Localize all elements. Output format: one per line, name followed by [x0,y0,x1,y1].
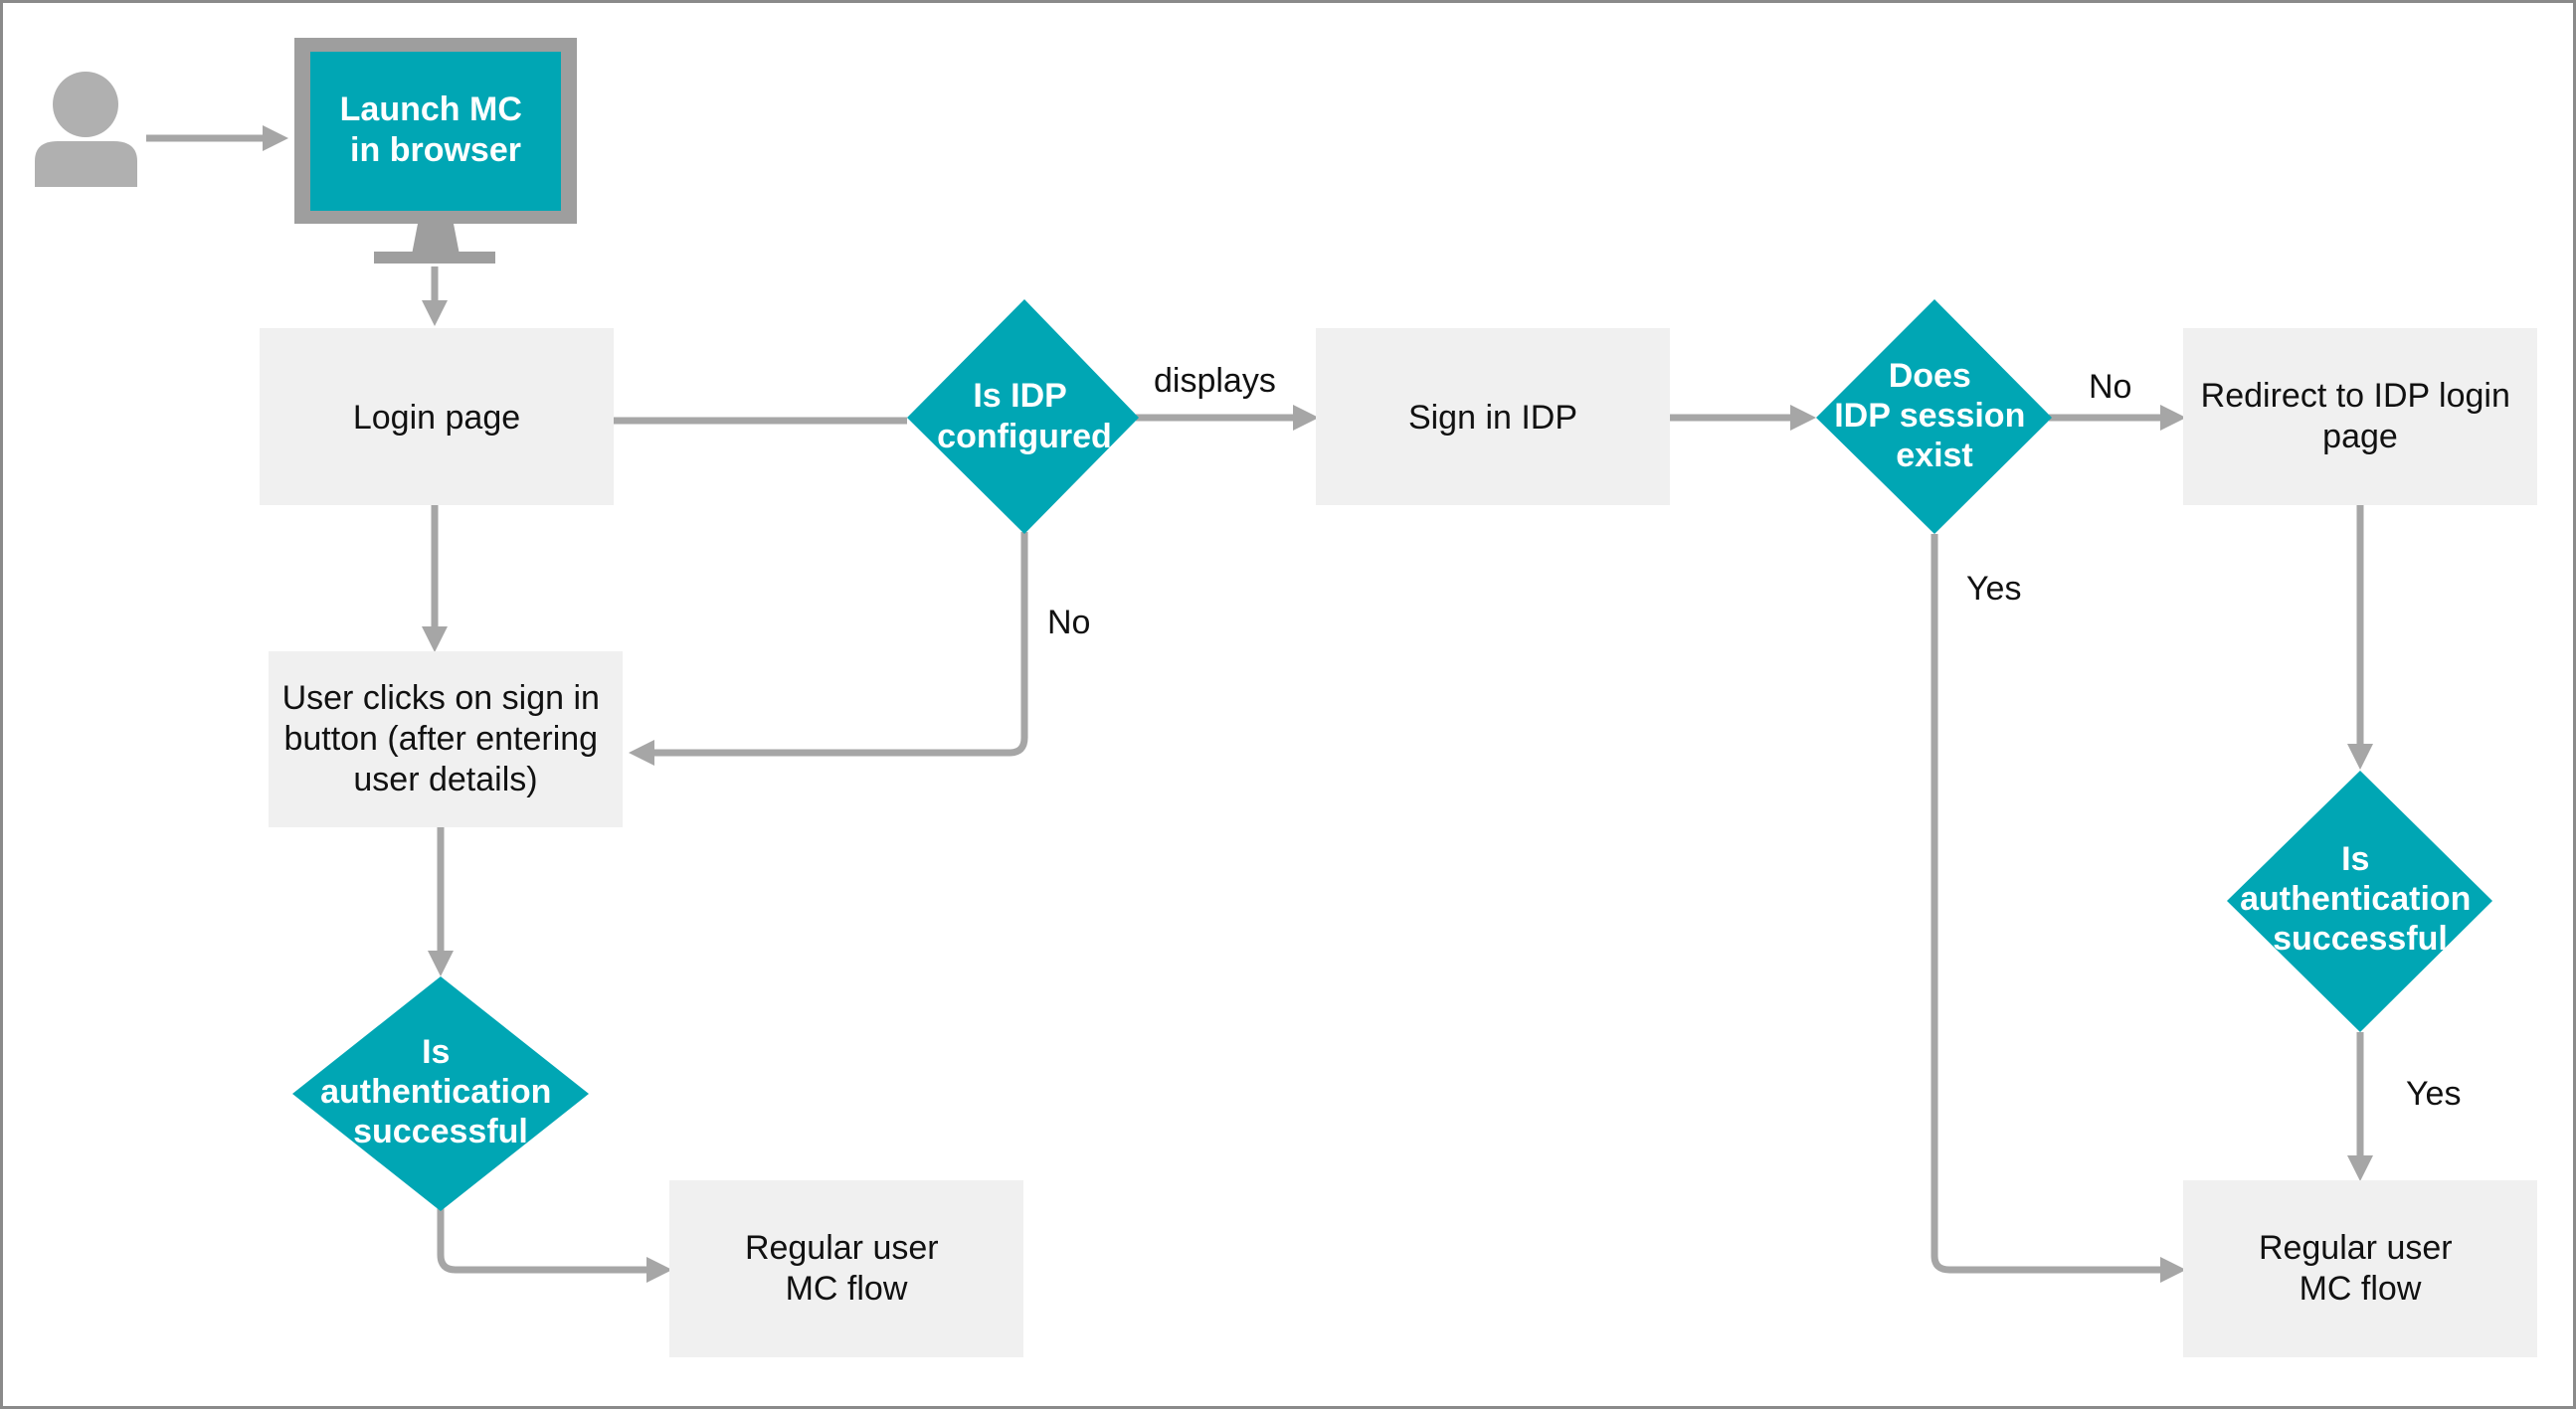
monitor-label: Launch MC in browser [340,90,532,169]
arrowhead [422,626,448,652]
arrowhead [2160,1257,2186,1283]
arrowhead [1790,405,1816,431]
idp-session-decision: Does IDP session exist [1816,299,2052,534]
user-clicks-label: User clicks on sign in button (after ent… [282,679,610,798]
idp-configured-label: Is IDP configured [937,377,1112,455]
connectors [146,125,2373,1283]
regular-flow-right-label: Regular user MC flow [2259,1229,2462,1308]
sign-in-idp-label: Sign in IDP [1408,399,1577,437]
edge-session-yes [1931,534,2160,1274]
arrowhead [646,1257,672,1283]
regular-flow-right-box: Regular user MC flow [2183,1180,2537,1357]
idp-configured-decision: Is IDP configured [907,299,1139,534]
regular-flow-left-label: Regular user MC flow [745,1229,948,1308]
edge-label-yes-session: Yes [1966,570,2021,608]
edge-label-no-idp: No [1047,604,1090,641]
auth-left-decision: Is authentication successful [292,976,589,1211]
arrowhead [2347,1155,2373,1181]
arrowhead [428,951,454,976]
auth-left-label: Is authentication successful [320,1033,561,1150]
sign-in-idp-box: Sign in IDP [1316,328,1670,505]
edge-label-displays: displays [1154,362,1276,400]
regular-flow-left-box: Regular user MC flow [669,1180,1023,1357]
arrowhead [2347,744,2373,770]
arrowhead [629,740,654,766]
arrowhead [263,125,288,151]
redirect-idp-box: Redirect to IDP login page [2183,328,2537,505]
arrowhead [422,300,448,326]
edge-auth-regular-left [437,1208,646,1274]
user-icon [35,72,137,187]
edge-idp-no [654,532,1028,757]
auth-right-decision: Is authentication successful [2227,771,2492,1032]
edge-label-yes-auth: Yes [2406,1075,2461,1113]
idp-session-label: Does IDP session exist [1834,357,2035,474]
arrowhead [1293,405,1319,431]
monitor-screen [310,52,561,211]
login-page-label: Login page [353,399,520,437]
edge-label-no-session: No [2089,368,2131,406]
user-clicks-box: User clicks on sign in button (after ent… [269,651,623,827]
monitor-icon [294,38,577,264]
auth-right-label: Is authentication successful [2240,840,2481,958]
login-page-box: Login page [260,328,614,505]
arrowhead [2160,405,2186,431]
redirect-idp-label: Redirect to IDP login page [2201,377,2520,455]
